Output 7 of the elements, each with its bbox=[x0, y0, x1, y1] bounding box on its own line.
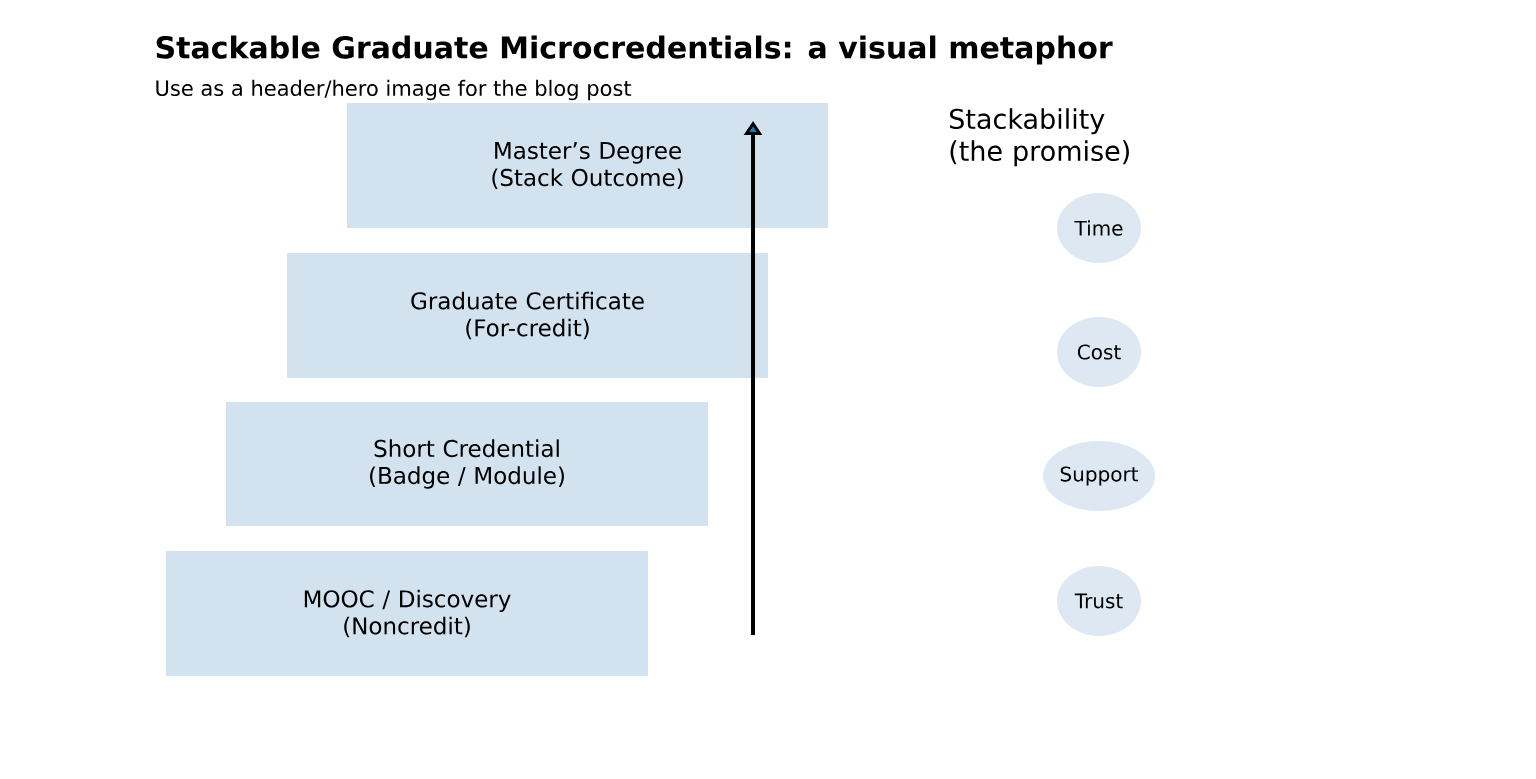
title: Stackable Graduate Microcredentials: a visual metaphor bbox=[156, 35, 1113, 65]
stack-box: Graduate Certificate (For-credit) bbox=[287, 253, 768, 378]
stack-box: Short Credential (Badge / Module) bbox=[226, 402, 708, 526]
stack-box: Master’s Degree (Stack Outcome) bbox=[347, 103, 828, 228]
stack-box: MOOC / Discovery (Noncredit) bbox=[166, 551, 648, 676]
side-heading: Stackability (the promise) bbox=[950, 108, 1129, 167]
subtitle: Use as a header/hero image for the blog post bbox=[156, 79, 632, 101]
